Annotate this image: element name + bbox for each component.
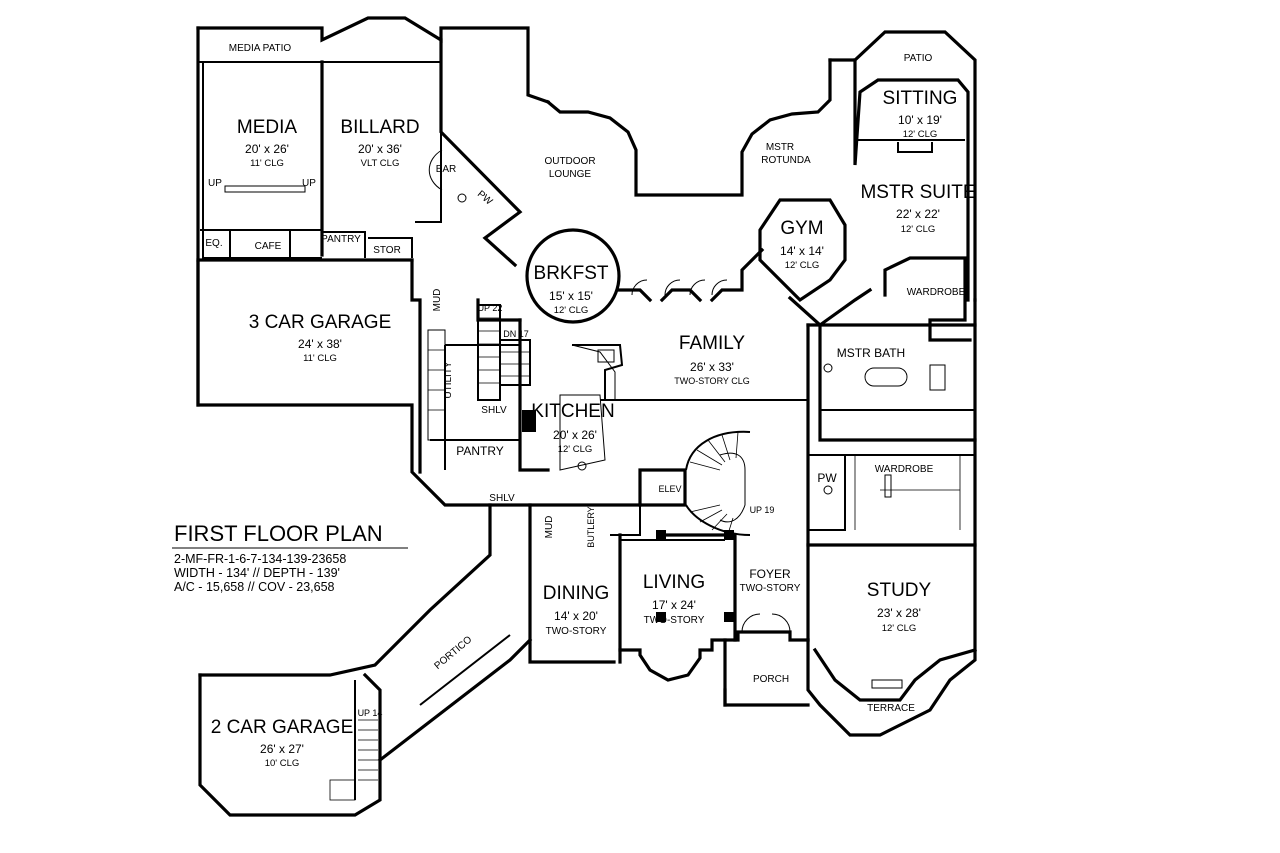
plan-spec-line-2: WIDTH - 134' // DEPTH - 139' xyxy=(174,566,340,580)
terrace-label: TERRACE xyxy=(867,703,915,714)
kitchen-dim: 20' x 26' xyxy=(553,428,597,442)
brkfst-name: BRKFST xyxy=(534,263,609,284)
fixtures-and-details xyxy=(224,142,961,801)
living-clg: TWO-STORY xyxy=(644,615,705,626)
billard-room-dim: 20' x 36' xyxy=(358,142,402,156)
dining-clg: TWO-STORY xyxy=(546,626,607,637)
portico-label: PORTICO xyxy=(432,634,474,672)
eq-label: EQ. xyxy=(205,238,222,249)
mud-label-2: MUD xyxy=(544,516,555,539)
media-patio-label: MEDIA PATIO xyxy=(229,43,292,54)
room-labels: MEDIA PATIO MEDIA 20' x 26' 11' CLG UP U… xyxy=(205,43,975,769)
study-clg: 12' CLG xyxy=(882,623,917,634)
gym-clg: 12' CLG xyxy=(785,260,820,271)
dn17-label: DN 17 xyxy=(503,329,529,339)
mud-label-1: MUD xyxy=(432,289,443,312)
brkfst-clg: 12' CLG xyxy=(554,305,589,316)
family-dim: 26' x 33' xyxy=(690,360,734,374)
dining-name: DINING xyxy=(543,583,610,604)
mstr-suite-name: MSTR SUITE xyxy=(860,182,975,203)
gym-dim: 14' x 14' xyxy=(780,244,824,258)
gym-name: GYM xyxy=(780,218,823,239)
wardrobe-label-1: WARDROBE xyxy=(907,287,966,298)
bar-label: BAR xyxy=(436,164,457,175)
garage3-clg: 11' CLG xyxy=(303,353,337,364)
family-clg: TWO-STORY CLG xyxy=(674,376,750,386)
utility-label: UTILITY xyxy=(443,361,454,399)
plan-spec-line-1: 2-MF-FR-1-6-7-134-139-23658 xyxy=(174,552,346,566)
pantry-small-label: PANTRY xyxy=(321,234,361,245)
title-block: FIRST FLOOR PLAN 2-MF-FR-1-6-7-134-139-2… xyxy=(172,521,408,594)
patio-label: PATIO xyxy=(904,53,933,64)
outdoor-lounge-label-1: OUTDOOR xyxy=(544,156,595,167)
outdoor-lounge-label-2: LOUNGE xyxy=(549,169,592,180)
mstr-rotunda-label-2: ROTUNDA xyxy=(761,155,811,166)
foyer-clg: TWO-STORY xyxy=(740,583,801,594)
exterior-walls xyxy=(196,16,977,817)
mstr-suite-dim: 22' x 22' xyxy=(896,207,940,221)
up-label-left: UP xyxy=(208,178,222,189)
garage2-clg: 10' CLG xyxy=(265,758,300,769)
garage3-name: 3 CAR GARAGE xyxy=(249,312,392,333)
media-room-clg: 11' CLG xyxy=(250,158,284,169)
family-name: FAMILY xyxy=(679,333,745,354)
butlery-label: BUTLERY xyxy=(586,506,596,547)
wardrobe-label-2: WARDROBE xyxy=(875,464,934,475)
mstr-bath-label: MSTR BATH xyxy=(837,346,905,360)
media-room-dim: 20' x 26' xyxy=(245,142,289,156)
up19-label: UP 19 xyxy=(750,505,775,515)
living-name: LIVING xyxy=(643,572,705,593)
dining-dim: 14' x 20' xyxy=(554,609,598,623)
plan-title: FIRST FLOOR PLAN xyxy=(174,521,383,546)
plan-spec-line-3: A/C - 15,658 // COV - 23,658 xyxy=(174,580,335,594)
sitting-room-name: SITTING xyxy=(883,88,958,109)
stor-label: STOR xyxy=(373,245,401,256)
study-dim: 23' x 28' xyxy=(877,606,921,620)
pw-label-2: PW xyxy=(817,471,837,485)
elev-label: ELEV xyxy=(658,484,681,494)
sitting-room-clg: 12' CLG xyxy=(903,129,938,140)
pantry-label: PANTRY xyxy=(456,444,504,458)
cafe-label: CAFE xyxy=(255,241,282,252)
study-name: STUDY xyxy=(867,580,932,601)
kitchen-clg: 12' CLG xyxy=(558,444,593,455)
shlv-label-1: SHLV xyxy=(481,405,507,416)
billard-room-name: BILLARD xyxy=(340,117,419,138)
pw-label-1: PW xyxy=(475,189,495,208)
mstr-suite-clg: 12' CLG xyxy=(901,224,936,235)
garage2-name: 2 CAR GARAGE xyxy=(211,717,354,738)
garage3-dim: 24' x 38' xyxy=(298,337,342,351)
mstr-rotunda-label-1: MSTR xyxy=(766,142,794,153)
up14-label: UP 14 xyxy=(358,708,383,718)
up22-label: UP 22 xyxy=(478,303,503,313)
shlv-label-2: SHLV xyxy=(489,493,515,504)
up-label-right: UP xyxy=(302,178,316,189)
living-dim: 17' x 24' xyxy=(652,598,696,612)
porch-label: PORCH xyxy=(753,674,789,685)
kitchen-name: KITCHEN xyxy=(531,401,614,422)
garage2-dim: 26' x 27' xyxy=(260,742,304,756)
sitting-room-dim: 10' x 19' xyxy=(898,113,942,127)
media-room-name: MEDIA xyxy=(237,117,298,138)
billard-room-clg: VLT CLG xyxy=(361,158,400,169)
foyer-name: FOYER xyxy=(749,567,791,581)
brkfst-dim: 15' x 15' xyxy=(549,289,593,303)
